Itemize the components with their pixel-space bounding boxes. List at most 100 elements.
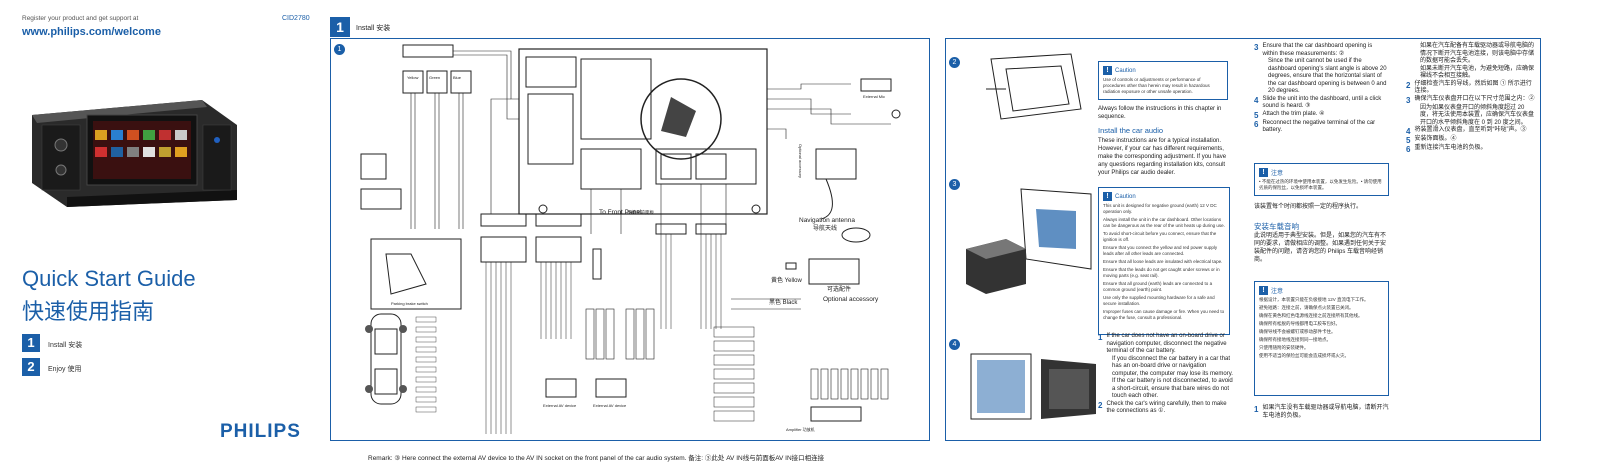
caution-2-item-4: Ensure that you connect the yellow and r… bbox=[1103, 245, 1218, 256]
cn-step-1: 1 如果汽车没有车载驱动器或导航电脑，请断开汽车电池的负极。 bbox=[1254, 405, 1389, 420]
cn-step-num-3: 3 bbox=[1406, 95, 1411, 105]
install-text: These instructions are for a typical ins… bbox=[1098, 138, 1227, 176]
notice-cn-text: • 不能在过热的环境中使用本装置，以免发生危险。• 请勿使用劣质的保险丝，以免损… bbox=[1259, 179, 1382, 190]
cn-install-heading: 安装车载音响 bbox=[1254, 222, 1299, 231]
step-text-2: Check the car's wiring carefully, then t… bbox=[1106, 400, 1227, 415]
install-heading: Install the car audio bbox=[1098, 126, 1164, 135]
warning-icon: ! bbox=[1259, 286, 1268, 295]
step-2-marker: 2 bbox=[949, 57, 960, 68]
warning-icon: ! bbox=[1103, 66, 1112, 75]
steps-block-1: 1 If the car does not have an on-board d… bbox=[1098, 333, 1234, 416]
steps-block-2: 3 Ensure that the car dashboard opening … bbox=[1254, 43, 1389, 135]
nav-step-1-label[interactable]: Install 安装 bbox=[48, 342, 83, 349]
cn-caution-item-3: 确保在黄色和红色电源线连接之前连接所有其他线。 bbox=[1259, 313, 1363, 318]
caution-2-item-2: Always install the unit in the car dashb… bbox=[1103, 217, 1225, 228]
amplifier-label: Amplifier 功放机 bbox=[786, 426, 815, 432]
cn-caution-item-4: 确保所有松脱的导线都用电工胶布包好。 bbox=[1259, 321, 1340, 326]
register-text: Register your product and get support at bbox=[22, 15, 139, 22]
cn-caution-item-5: 确保导线不会被螺钉或移动部件卡住。 bbox=[1259, 329, 1336, 334]
step-1-marker: 1 bbox=[334, 44, 345, 55]
step-num-1: 1 bbox=[1098, 333, 1103, 342]
caution-box-1: !Caution Use of controls or adjustments … bbox=[1098, 61, 1228, 100]
section-title: Install 安装 bbox=[356, 25, 391, 32]
notice-cn-box: !注意 • 不能在过热的环境中使用本装置，以免发生危险。• 请勿使用劣质的保险丝… bbox=[1254, 163, 1389, 196]
caution-2-item-7: Ensure that all ground (earth) leads are… bbox=[1103, 281, 1213, 292]
cn-bullet-1: 如果在汽车配备有车载驱动器或导航电脑的情况下断开汽车电池连接，则该电脑中存储的数… bbox=[1420, 43, 1535, 64]
step-3-bullet: Since the unit cannot be used if the das… bbox=[1268, 58, 1387, 94]
nav-step-2-number[interactable]: 2 bbox=[22, 358, 40, 376]
cn-step-num-6: 6 bbox=[1406, 145, 1411, 154]
front-panel-cn-label: 连接至前面板 bbox=[627, 209, 654, 216]
caution-2-item-6: Ensure that the leads do not get caught … bbox=[1103, 267, 1220, 278]
brand-logo: PHILIPS bbox=[220, 421, 301, 442]
caution-2-item-1: This unit is designed for negative groun… bbox=[1103, 203, 1217, 214]
car-audio-device-image bbox=[32, 100, 237, 207]
external-av-label-2: External AV device bbox=[593, 403, 627, 408]
cn-caution-item-2: 避免短路：连接之前，请确保点火装置已关闭。 bbox=[1259, 305, 1354, 310]
trim-plate-illustration bbox=[970, 353, 1096, 420]
cn-caution-item-7: 只使用随附的安装硬件。 bbox=[1259, 345, 1309, 350]
step-text-1: If the car does not have an on-board dri… bbox=[1106, 333, 1227, 354]
cn-caution-item-6: 确保所有接地线连接到同一接地点。 bbox=[1259, 337, 1331, 342]
caution-2-head: Caution bbox=[1115, 193, 1136, 200]
cn-install-text: 此说明适用于典型安装。但是，如果您的汽车有不同的要求，请做相应的调整。如果遇到任… bbox=[1254, 233, 1387, 263]
step-text-3: Ensure that the car dashboard opening is… bbox=[1262, 43, 1373, 57]
external-av-label-1: External AV device bbox=[543, 403, 577, 408]
svg-text:Blue: Blue bbox=[453, 75, 462, 80]
step-1-bullet-2: If the car battery is not disconnected, … bbox=[1112, 378, 1233, 399]
step-text-5: Attach the trim plate. ④ bbox=[1262, 110, 1325, 117]
wiring-diagram: Yellow Green Blue External Mic bbox=[360, 44, 901, 434]
step-1-bullet-1: If you disconnect the car battery in a c… bbox=[1112, 355, 1233, 377]
cn-steps-block: 如果在汽车配备有车载驱动器或导航电脑的情况下断开汽车电池连接，则该电脑中存储的数… bbox=[1406, 43, 1536, 154]
optional-accessory-vertical-label: Optional accessory bbox=[798, 144, 803, 178]
caution-2-item-8: Use only the supplied mounting hardware … bbox=[1103, 295, 1215, 306]
caution-2-item-9: Improper fuses can cause damage or fire.… bbox=[1103, 309, 1225, 320]
cn-step-num-2: 2 bbox=[1406, 80, 1411, 90]
notice-cn-head: 注意 bbox=[1271, 171, 1284, 177]
cn-step-text-1: 如果汽车没有车载驱动器或导航电脑，请断开汽车电池的负极。 bbox=[1262, 405, 1389, 419]
step-num-2: 2 bbox=[1098, 400, 1103, 410]
intro-text: Always follow the instructions in this c… bbox=[1098, 106, 1222, 120]
cn-step-text-3: 确保汽车仪表盘开口在以下尺寸范围之内：② bbox=[1414, 95, 1535, 102]
nav-step-2-label[interactable]: Enjoy 使用 bbox=[48, 366, 82, 373]
step-num-4: 4 bbox=[1254, 95, 1259, 105]
nav-step-1-number[interactable]: 1 bbox=[22, 334, 40, 352]
step-text-6: Reconnect the negative terminal of the c… bbox=[1262, 119, 1376, 134]
step-text-4: Slide the unit into the dashboard, until… bbox=[1262, 95, 1382, 110]
cn-step-text-4: 将装置滑入仪表盘，直至听到“咔哒”声。③ bbox=[1414, 127, 1527, 133]
cn-step-num-5: 5 bbox=[1406, 136, 1411, 145]
step-3-marker: 3 bbox=[949, 179, 960, 190]
warning-icon: ! bbox=[1259, 168, 1268, 177]
cn-step-num-1: 1 bbox=[1254, 405, 1259, 414]
external-mic-label: External Mic bbox=[863, 94, 885, 99]
cn-step-text-2: 仔细检查汽车的导线，然后如图 ① 所示进行连接。 bbox=[1414, 80, 1532, 95]
nav-antenna-cn-label: 导航天线 bbox=[813, 224, 837, 232]
cn-caution-item-8: 使用不适当的保险丝可能会造成损坏或火灾。 bbox=[1259, 353, 1349, 358]
wiring-diagram-frame: 1 Yellow Green Blue bbox=[330, 38, 930, 441]
guide-title-cn: 快速使用指南 bbox=[22, 299, 155, 324]
black-wire-label: 黑色 Black bbox=[769, 298, 798, 306]
instructions-frame: 2 3 4 !Caution Use of controls or adjust… bbox=[945, 38, 1541, 441]
front-panel-label: To Front Panel bbox=[599, 209, 642, 216]
caution-1-head: Caution bbox=[1115, 67, 1136, 74]
warning-icon: ! bbox=[1103, 192, 1112, 201]
cover-panel: Register your product and get support at… bbox=[0, 0, 330, 472]
cn-bullet-2: 如果未断开汽车电池，为避免短路，应确保裸线不会相互接触。 bbox=[1420, 65, 1535, 80]
step-num-5: 5 bbox=[1254, 110, 1259, 120]
svg-text:Yellow: Yellow bbox=[407, 75, 419, 80]
parking-brake-label: Parking brake switch bbox=[391, 301, 428, 306]
caution-2-item-5: Ensure that all loose leads are insulate… bbox=[1103, 259, 1223, 264]
optional-accessory-label: Optional accessory bbox=[823, 296, 879, 303]
caution-box-2: !Caution This unit is designed for negat… bbox=[1098, 187, 1230, 335]
cn-step-num-4: 4 bbox=[1406, 127, 1411, 136]
nav-antenna-label: Navigation antenna bbox=[799, 217, 855, 224]
svg-text:Green: Green bbox=[429, 75, 440, 80]
website-link[interactable]: www.philips.com/welcome bbox=[22, 26, 161, 38]
cn-step-text-6: 重新连接汽车电池的负极。 bbox=[1414, 145, 1487, 151]
model-number: CID2780 bbox=[282, 15, 310, 22]
remark-text: Remark: ③ Here connect the external AV d… bbox=[368, 455, 825, 462]
guide-title: Quick Start Guide bbox=[22, 266, 196, 291]
optional-cn-label: 可选配件 bbox=[827, 285, 851, 293]
section-number: 1 bbox=[330, 17, 350, 37]
cn-intro: 该装置每个时间都按照一定的程序执行。 bbox=[1254, 204, 1363, 210]
